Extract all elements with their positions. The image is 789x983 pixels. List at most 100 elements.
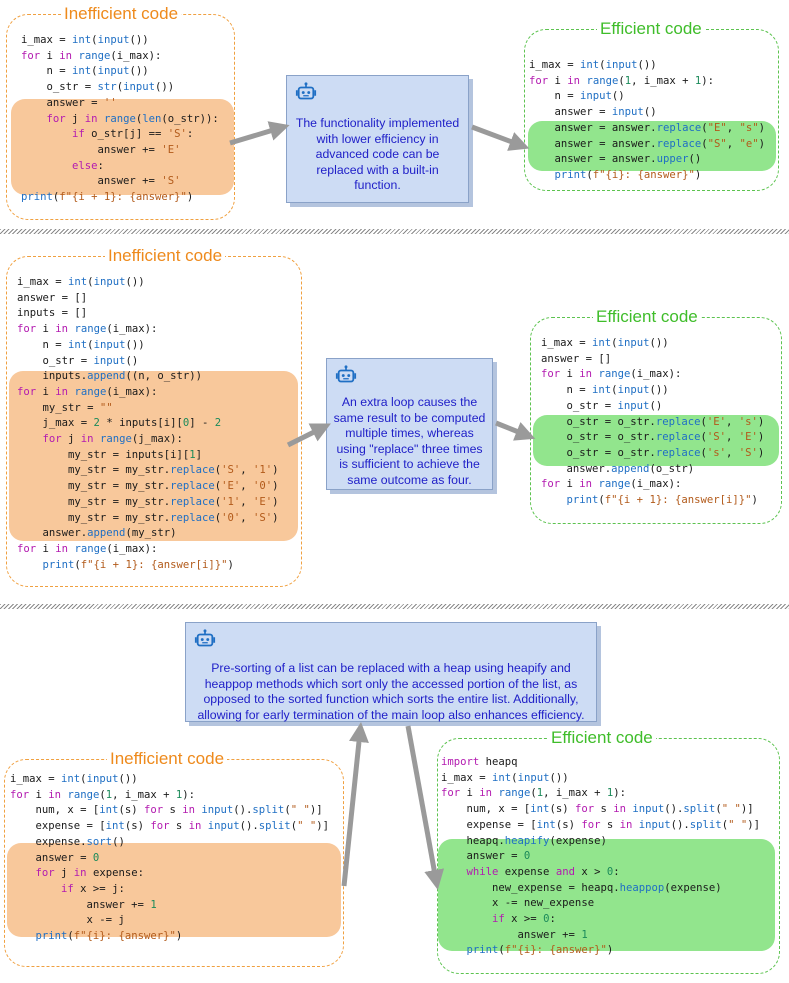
code-line: answer = ''	[21, 96, 117, 109]
code-line: new_expense = heapq.heappop(expense)	[441, 881, 722, 894]
code-line: num, x = [int(s) for s in input().split(…	[441, 803, 754, 816]
arrow	[405, 725, 445, 890]
efficient-panel-1: Efficient code i_max = int(input()) for …	[524, 19, 779, 191]
note-text: The functionality implemented with lower…	[295, 116, 460, 192]
code-line: o_str = input()	[541, 399, 663, 412]
code-line: for j in range(j_max):	[42, 433, 183, 446]
code-line: answer += 'S'	[21, 175, 181, 188]
inefficient-panel-1: Inefficient code i_max = int(input()) fo…	[6, 4, 235, 220]
code-line: answer.append(o_str)	[541, 462, 695, 475]
explanation-note-1: The functionality implemented with lower…	[286, 75, 469, 203]
note-text: Pre-sorting of a list can be replaced wi…	[197, 661, 585, 722]
code-line: expense.sort()	[10, 835, 125, 848]
code-line: i_max = int(input())	[541, 337, 669, 349]
explanation-note-2: An extra loop causes the same result to …	[326, 358, 493, 490]
code-line: inputs.append((n, o_str))	[17, 370, 203, 383]
code-line: print(f"{i}: {answer}")	[554, 168, 702, 181]
code-line: num, x = [int(s) for s in input().split(…	[10, 804, 323, 817]
code-line: for i in range(i_max):	[17, 542, 158, 555]
code-line: while expense and x > 0:	[466, 865, 620, 878]
code-line: if x >= j:	[61, 882, 125, 895]
panel-title: Inefficient code	[105, 246, 226, 266]
code-line: i_max = int(input())	[10, 773, 138, 785]
code-line: print(f"{i}: {answer}")	[35, 930, 183, 943]
efficient-panel-2: Efficient code i_max = int(input()) answ…	[530, 307, 782, 524]
code-line: for j in range(len(o_str)):	[46, 112, 219, 125]
robot-icon	[295, 82, 317, 100]
code-line: answer = 0	[10, 851, 100, 864]
code-line: for i in range(i_max):	[21, 49, 162, 62]
inefficient-panel-3: Inefficient code i_max = int(input()) fo…	[4, 749, 344, 967]
code-line: for i in range(1, i_max + 1):	[10, 788, 196, 801]
highlight-region	[438, 839, 775, 951]
code-line: for i in range(i_max):	[17, 323, 158, 336]
code-line: answer = answer.replace("S", "e")	[529, 137, 766, 150]
code-line: my_str = ""	[17, 401, 113, 414]
code-line: answer = answer.upper()	[529, 153, 702, 166]
code-line: n = int(input())	[17, 338, 145, 351]
code-line: my_str = my_str.replace('0', 'S')	[17, 511, 279, 524]
code-line: x -= new_expense	[441, 897, 595, 910]
highlight-region	[7, 843, 341, 937]
code-line: i_max = int(input())	[441, 771, 569, 784]
code-line: my_str = my_str.replace('1', 'E')	[17, 495, 279, 508]
code-line: n = int(input())	[21, 65, 149, 78]
code-line: for i in range(i_max):	[17, 385, 158, 398]
code-line: for i in range(1, i_max + 1):	[441, 787, 627, 800]
code-line: answer = []	[17, 291, 88, 304]
code-line: my_str = inputs[i][1]	[17, 448, 202, 461]
code-line: answer += 1	[10, 898, 157, 911]
robot-icon	[194, 629, 216, 647]
code-block: i_max = int(input()) answer = [] inputs …	[17, 275, 279, 573]
code-line: for j in expense:	[35, 867, 144, 880]
code-line: print(f"{i}: {answer}")	[466, 944, 614, 957]
code-line: answer = []	[541, 352, 612, 365]
section-separator	[0, 229, 789, 234]
code-line: x -= j	[10, 914, 125, 927]
code-line: heapq.heapify(expense)	[441, 834, 607, 847]
code-line: answer = input()	[529, 106, 657, 119]
code-block: i_max = int(input()) for i in range(1, i…	[10, 772, 329, 945]
panel-title: Efficient code	[548, 728, 656, 748]
code-line: print(f"{i + 1}: {answer[i]}")	[42, 558, 234, 571]
arrow	[471, 124, 530, 151]
highlight-region	[528, 121, 776, 171]
efficient-panel-3: Efficient code import heapq i_max = int(…	[437, 728, 780, 974]
code-line: for i in range(1, i_max + 1):	[529, 74, 715, 87]
panel-title: Inefficient code	[107, 749, 228, 769]
robot-icon	[335, 365, 357, 383]
code-line: inputs = []	[17, 307, 88, 320]
code-line: expense = [int(s) for s in input().split…	[441, 818, 760, 831]
code-line: print(f"{i + 1}: {answer[i]}")	[566, 494, 758, 507]
code-line: for i in range(i_max):	[541, 368, 682, 381]
code-line: o_str = o_str.replace('E', 's')	[541, 415, 765, 428]
section-separator	[0, 604, 789, 609]
note-text: An extra loop causes the same result to …	[333, 395, 486, 487]
code-line: o_str = o_str.replace('s', 'S')	[541, 446, 765, 459]
arrow	[229, 121, 290, 146]
highlight-region	[11, 99, 234, 195]
code-line: o_str = input()	[17, 354, 139, 367]
code-line: expense = [int(s) for s in input().split…	[10, 820, 329, 833]
code-line: n = input()	[529, 90, 625, 103]
code-line: i_max = int(input())	[17, 276, 145, 288]
code-line: import heapq	[441, 756, 518, 768]
arrow	[286, 423, 331, 448]
panel-title: Efficient code	[597, 19, 705, 39]
code-line: my_str = my_str.replace('E', '0')	[17, 480, 279, 493]
code-line: answer = 0	[441, 850, 531, 863]
panel-title: Inefficient code	[61, 4, 182, 24]
code-block: import heapq i_max = int(input()) for i …	[441, 755, 760, 959]
panel-title: Efficient code	[593, 307, 701, 327]
code-line: answer += 'E'	[21, 143, 181, 156]
code-line: if x >= 0:	[492, 913, 556, 926]
code-line: o_str = o_str.replace('S', 'E')	[541, 431, 765, 444]
code-line: answer.append(my_str)	[17, 527, 177, 540]
code-line: o_str = str(input())	[21, 81, 175, 94]
arrow	[495, 420, 536, 441]
code-line: i_max = int(input())	[529, 59, 657, 71]
code-line: for i in range(i_max):	[541, 478, 682, 491]
code-block: i_max = int(input()) answer = [] for i i…	[541, 336, 764, 509]
code-line: j_max = 2 * inputs[i][0] - 2	[17, 417, 222, 430]
highlight-region	[533, 415, 779, 466]
